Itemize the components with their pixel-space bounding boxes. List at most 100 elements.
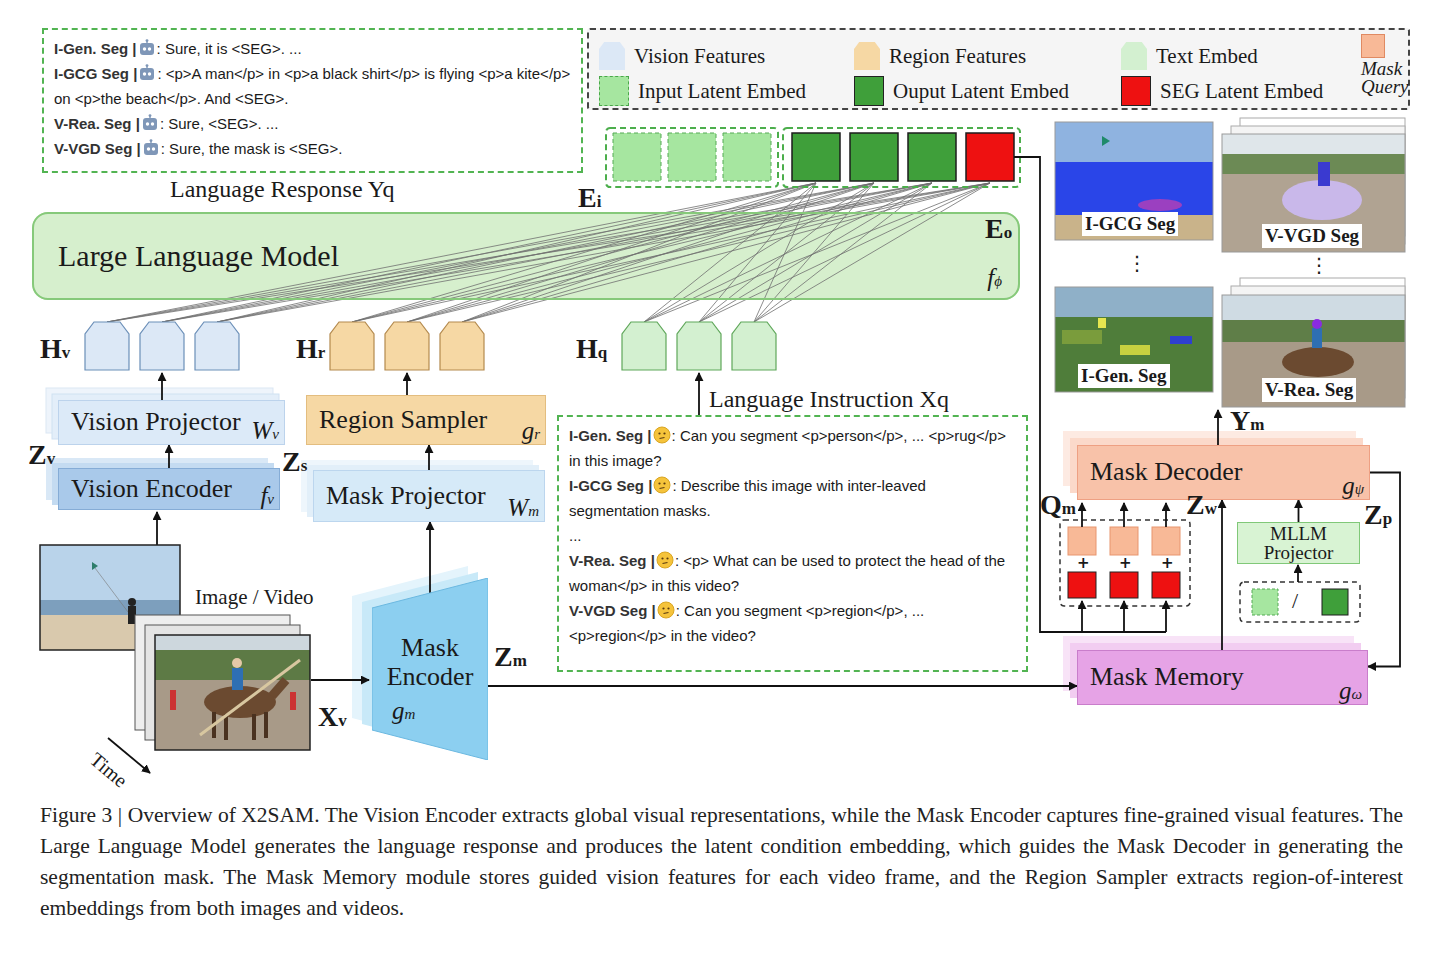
mask-query-group bbox=[1068, 527, 1096, 555]
output-image bbox=[1055, 162, 1213, 215]
legend-item: Text Embed bbox=[1121, 42, 1258, 70]
projector-box: MLLM Projector bbox=[1237, 522, 1360, 564]
output-image bbox=[1222, 134, 1405, 252]
input-video bbox=[272, 680, 286, 696]
input-video bbox=[155, 635, 310, 750]
box-title: Mask Encoder bbox=[378, 634, 482, 691]
region-token bbox=[330, 322, 484, 370]
output-image bbox=[1222, 295, 1405, 407]
output-image bbox=[1055, 118, 1405, 407]
latent-embed bbox=[792, 133, 840, 181]
input-label: Image / Video bbox=[195, 585, 313, 610]
vision-token bbox=[85, 322, 129, 370]
output-image bbox=[1222, 134, 1405, 154]
legend-swatch bbox=[1121, 76, 1151, 106]
input-image bbox=[40, 545, 180, 600]
robot-icon bbox=[141, 114, 159, 132]
feature-symbol: Hv bbox=[40, 334, 70, 368]
connector-arrow bbox=[488, 685, 1077, 687]
thinking-icon bbox=[657, 601, 675, 619]
math-symbol: gψ bbox=[1342, 473, 1364, 498]
projector-input bbox=[1252, 589, 1278, 615]
math-symbol: Wm bbox=[507, 495, 539, 520]
task-tag: V-VGD Seg | bbox=[54, 140, 141, 157]
task-tag: I-Gen. Seg | bbox=[569, 427, 652, 444]
decoder-box: Mask Decodergψ bbox=[1077, 445, 1370, 500]
output-label: V-Rea. Seg bbox=[1262, 378, 1356, 402]
input-video bbox=[290, 692, 296, 710]
projector-box: Vision Projector Wv bbox=[58, 400, 285, 445]
output-label: V-VGD Seg bbox=[1262, 224, 1362, 248]
output-image bbox=[1312, 328, 1322, 348]
message-text: ... bbox=[569, 527, 582, 544]
box-title: Mask Memory bbox=[1090, 663, 1244, 692]
feature-symbol: Zs bbox=[282, 447, 307, 481]
output-image bbox=[1055, 287, 1213, 317]
memory-box: Mask Memorygω bbox=[1077, 650, 1368, 705]
flow-arrow bbox=[161, 373, 163, 400]
axis-label: Time bbox=[85, 748, 132, 792]
plus-sign: + bbox=[1077, 556, 1090, 571]
connector-arrow bbox=[428, 445, 430, 470]
legend-swatch bbox=[599, 42, 625, 70]
latent-embed bbox=[850, 133, 898, 181]
feature-symbol: Zm bbox=[494, 642, 527, 676]
projector-input bbox=[1240, 582, 1360, 622]
robot-icon bbox=[138, 39, 156, 57]
flow-arrow bbox=[1297, 565, 1299, 582]
region-token bbox=[440, 322, 484, 370]
box-title: Vision Projector bbox=[71, 408, 241, 437]
separator: / bbox=[1292, 588, 1298, 614]
mask-query-group bbox=[1068, 572, 1096, 598]
text-token bbox=[732, 322, 776, 370]
text-line: V-VGD Seg | : Sure, the mask is <SEG>. bbox=[54, 136, 571, 161]
latent-symbol: Ei bbox=[578, 183, 601, 217]
latent-embed bbox=[723, 133, 771, 181]
output-image bbox=[1222, 295, 1405, 320]
region-token bbox=[330, 322, 374, 370]
text-line: I-GCG Seg |: Describe this image with in… bbox=[569, 473, 1016, 523]
text-token bbox=[622, 322, 666, 370]
plus-sign: + bbox=[1119, 556, 1132, 571]
sampler-box: Region Samplergr bbox=[306, 395, 546, 445]
projector-input bbox=[1240, 582, 1360, 622]
legend-swatch bbox=[854, 76, 884, 106]
legend-text: Ouput Latent Embed bbox=[893, 79, 1069, 104]
connector-arrow bbox=[1298, 500, 1300, 522]
message-text: : Sure, <SEG>. ... bbox=[160, 115, 278, 132]
latent-embed bbox=[966, 133, 1014, 181]
thinking-icon bbox=[656, 551, 674, 569]
connector-arrow bbox=[1221, 500, 1223, 650]
flow-arrow bbox=[1081, 601, 1083, 632]
mask-query-group bbox=[1110, 527, 1138, 555]
feature-symbol: Zw bbox=[1186, 490, 1217, 524]
task-tag: V-Rea. Seg | bbox=[569, 552, 655, 569]
legend-item: SEG Latent Embed bbox=[1121, 76, 1323, 106]
math-symbol: Wv bbox=[252, 418, 280, 443]
message-text: : Sure, the mask is <SEG>. bbox=[161, 140, 343, 157]
text-token bbox=[622, 322, 776, 370]
input-video bbox=[214, 712, 266, 740]
output-image bbox=[1222, 342, 1405, 407]
robot-icon bbox=[142, 139, 160, 157]
latent-embed bbox=[783, 128, 1020, 187]
input-video bbox=[232, 668, 243, 690]
encoder-trapezoid: Mask Encodergm bbox=[372, 578, 488, 760]
feature-symbol: Hq bbox=[576, 334, 607, 368]
query-symbol: Qm bbox=[1040, 490, 1076, 524]
text-line: I-GCG Seg |: <p>A man</p> in <p>a black … bbox=[54, 61, 571, 111]
mask-query-group bbox=[1152, 527, 1180, 555]
mask-query-group bbox=[1060, 520, 1190, 606]
box-title: Mask Projector bbox=[326, 482, 486, 511]
input-video bbox=[200, 660, 300, 735]
robot-icon bbox=[138, 64, 156, 82]
vision-token bbox=[140, 322, 184, 370]
feature-symbol: Zv bbox=[28, 440, 55, 474]
output-image bbox=[1170, 336, 1192, 344]
output-image bbox=[1055, 122, 1213, 240]
output-image bbox=[1120, 345, 1150, 355]
flow-arrow bbox=[698, 373, 700, 415]
flow-arrow bbox=[1165, 503, 1167, 527]
legend-swatch bbox=[599, 76, 629, 106]
